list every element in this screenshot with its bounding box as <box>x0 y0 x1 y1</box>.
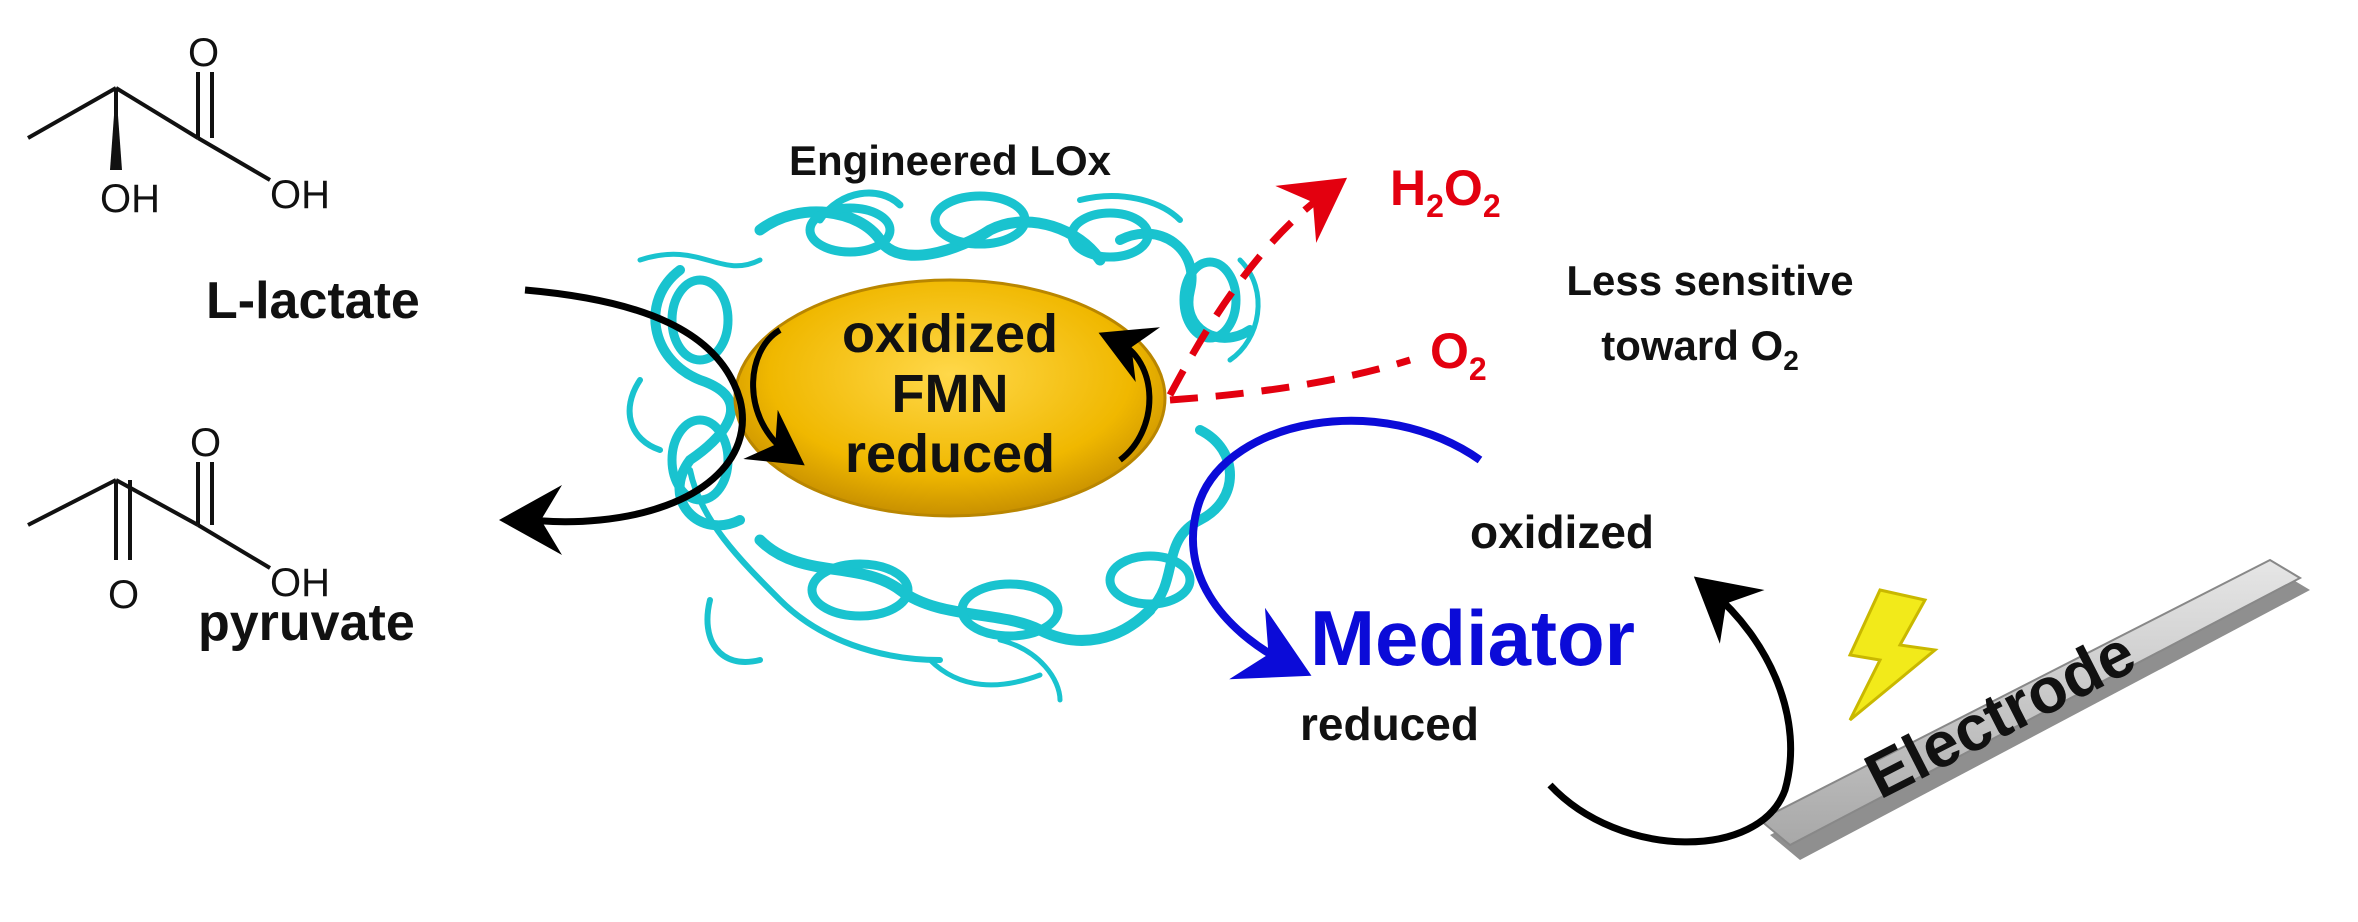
fmn-right-arrow <box>1098 327 1161 463</box>
pyruvate-structure <box>27 462 272 570</box>
lightning-icon <box>1847 588 1939 722</box>
lactate-structure <box>27 72 272 182</box>
mediator-oxidized-label: oxidized <box>1470 506 1654 558</box>
pyruvate-acid-o: O <box>190 421 221 465</box>
protein-helix-coils <box>667 191 1241 641</box>
pyruvate-keto-o: O <box>108 573 139 617</box>
mediator-arrow <box>1189 416 1483 680</box>
electrode-cycle-arrow <box>1547 576 1795 846</box>
h2o2-label: H2O2 <box>1390 160 1501 224</box>
fmn-label: FMN <box>892 364 1009 424</box>
enzyme-label: Engineered LOx <box>789 137 1112 184</box>
fmn-oxidized-label: oxidized <box>842 304 1058 364</box>
mediator-label: Mediator <box>1310 594 1635 682</box>
o2-dashed-line <box>1169 356 1412 404</box>
pyruvate-label: pyruvate <box>198 594 415 652</box>
lactate-acid-oh: OH <box>270 173 330 217</box>
o2-label: O2 <box>1430 323 1487 387</box>
lactate-carbonyl-o: O <box>188 31 219 75</box>
electrode <box>1758 558 2310 860</box>
lactate-alpha-oh: OH <box>100 177 160 221</box>
lactate-label: L-lactate <box>206 272 420 330</box>
less-sensitive-line2: toward O2 <box>1601 322 1799 376</box>
lactate-wedge-bond <box>110 88 122 170</box>
less-sensitive-line1: Less sensitive <box>1566 257 1853 304</box>
mediator-reduced-label: reduced <box>1300 698 1479 750</box>
pyruvate-acid-oh: OH <box>270 561 330 605</box>
fmn-ellipse <box>733 278 1167 518</box>
lactate-to-pyruvate-arrow <box>499 286 746 556</box>
fmn-left-arrow <box>743 327 805 466</box>
fmn-reduced-label: reduced <box>845 424 1055 484</box>
